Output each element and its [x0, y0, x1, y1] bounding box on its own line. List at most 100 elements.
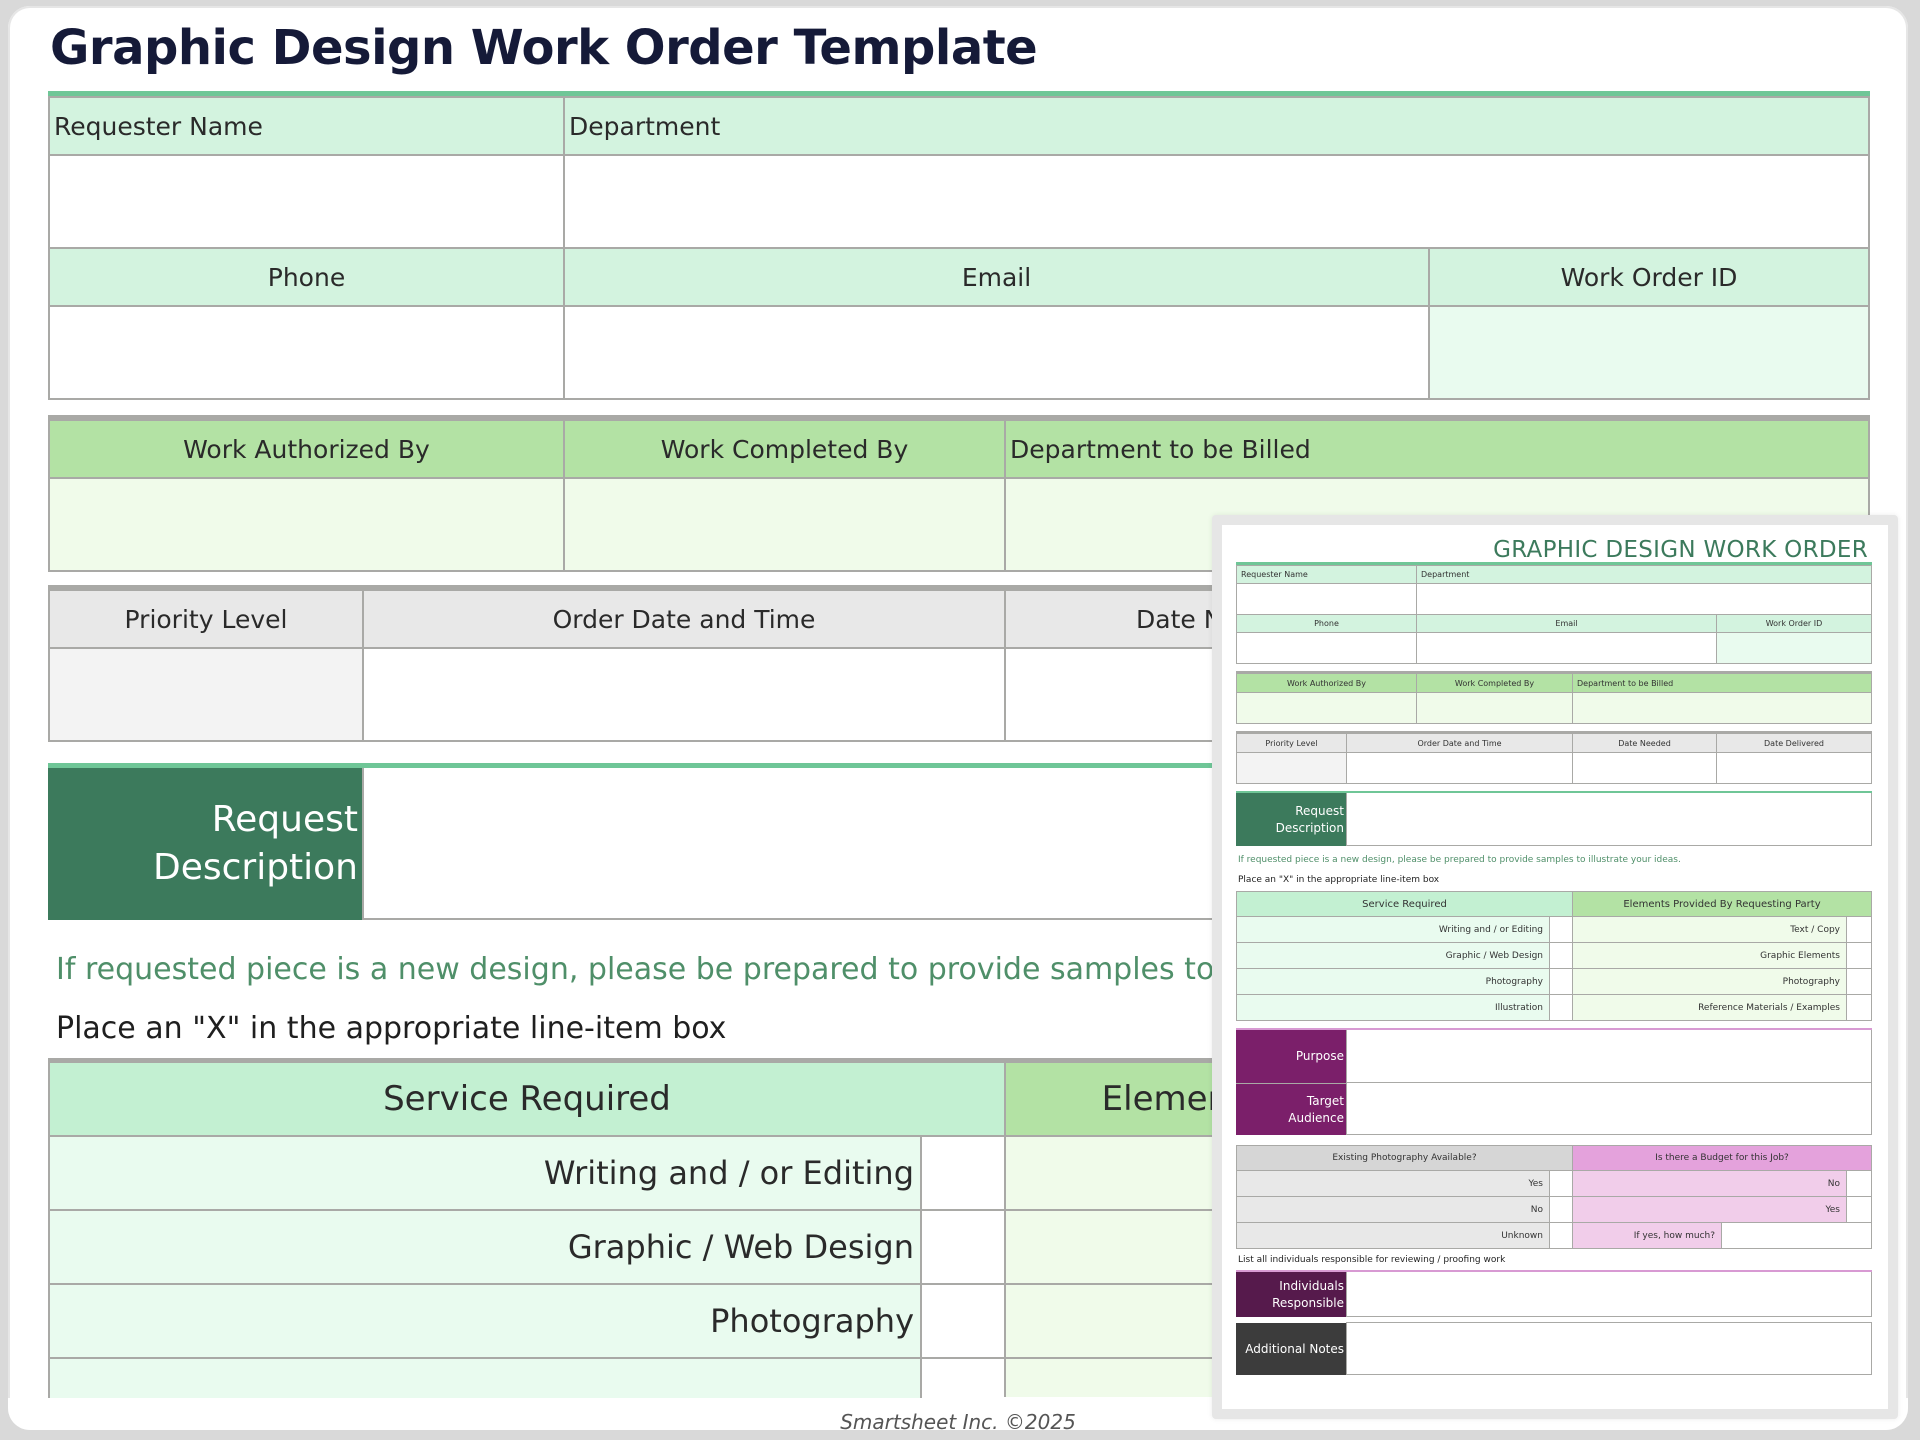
place-x-note: Place an "X" in the appropriate line-ite…	[56, 1011, 727, 1046]
preview-photo-yes-checkbox[interactable]	[1549, 1170, 1573, 1197]
phone-field[interactable]	[48, 305, 565, 400]
preview-budget-yes-checkbox[interactable]	[1846, 1196, 1872, 1223]
preview-budget-header: Is there a Budget for this Job?	[1572, 1145, 1872, 1171]
preview-priority-field[interactable]	[1236, 752, 1347, 784]
preview-individuals-line1: Individuals	[1279, 1278, 1344, 1293]
preview-phone-field[interactable]	[1236, 632, 1417, 664]
preview-work-authorized-field[interactable]	[1236, 692, 1417, 724]
preview-new-design-note: If requested piece is a new design, plea…	[1238, 855, 1681, 865]
order-date-field[interactable]	[362, 647, 1006, 742]
department-field[interactable]	[563, 154, 1870, 249]
preview-photo-unknown-checkbox[interactable]	[1549, 1222, 1573, 1249]
preview-email-label: Email	[1416, 614, 1717, 633]
preview-individuals-field[interactable]	[1346, 1272, 1872, 1317]
preview-place-x-note: Place an "X" in the appropriate line-ite…	[1238, 875, 1440, 885]
preview-date-needed-field[interactable]	[1572, 752, 1717, 784]
preview-department-billed-field[interactable]	[1572, 692, 1872, 724]
preview-phone-label: Phone	[1236, 614, 1417, 633]
preview-service-illustration-checkbox[interactable]	[1549, 994, 1573, 1021]
priority-level-field[interactable]	[48, 647, 364, 742]
preview-existing-photography-header: Existing Photography Available?	[1236, 1145, 1573, 1171]
request-description-line1: Request	[211, 799, 358, 840]
service-checkbox-writing[interactable]	[920, 1135, 1006, 1211]
preview-element-reference-checkbox[interactable]	[1846, 994, 1872, 1021]
dates-section-top-border	[48, 585, 1870, 591]
preview-department-field[interactable]	[1416, 583, 1872, 615]
full-form-preview-page: GRAPHIC DESIGN WORK ORDER Requester Name…	[1222, 525, 1888, 1409]
preview-photo-no: No	[1236, 1196, 1550, 1223]
preview-date-needed-label: Date Needed	[1572, 733, 1717, 753]
preview-email-field[interactable]	[1416, 632, 1717, 664]
preview-work-order-id-label: Work Order ID	[1716, 614, 1872, 633]
preview-requester-name-label: Requester Name	[1236, 565, 1417, 584]
requester-name-field[interactable]	[48, 154, 565, 249]
preview-date-delivered-field[interactable]	[1716, 752, 1872, 784]
preview-element-graphic-elements-checkbox[interactable]	[1846, 942, 1872, 969]
work-order-id-field[interactable]	[1428, 305, 1870, 400]
preview-target-line1: Target	[1306, 1093, 1344, 1108]
preview-target-line2: Audience	[1288, 1110, 1344, 1125]
requester-name-label: Requester Name	[48, 96, 565, 156]
preview-individuals-border	[1236, 1270, 1872, 1272]
authorization-section-top-border	[48, 415, 1870, 421]
preview-element-text-copy-checkbox[interactable]	[1846, 916, 1872, 943]
preview-purpose-text: Purpose	[1295, 1049, 1344, 1063]
preview-budget-amount-field[interactable]	[1721, 1222, 1872, 1249]
service-item-writing: Writing and / or Editing	[48, 1135, 922, 1211]
work-authorized-by-field[interactable]	[48, 477, 565, 572]
preview-authorization-border	[1236, 671, 1872, 673]
email-field[interactable]	[563, 305, 1430, 400]
document-frame: Graphic Design Work Order Template Reque…	[8, 6, 1908, 1430]
preview-budget-how-much-label: If yes, how much?	[1572, 1222, 1722, 1249]
page-title: Graphic Design Work Order Template	[50, 20, 1038, 76]
phone-label: Phone	[48, 247, 565, 307]
preview-additional-notes-field[interactable]	[1346, 1322, 1872, 1375]
preview-request-line2: Description	[1275, 820, 1344, 835]
service-checkbox-photography[interactable]	[920, 1283, 1006, 1359]
preview-service-photography-checkbox[interactable]	[1549, 968, 1573, 995]
preview-requester-name-field[interactable]	[1236, 583, 1417, 615]
preview-order-date-field[interactable]	[1346, 752, 1573, 784]
preview-purpose-field[interactable]	[1346, 1030, 1872, 1083]
preview-element-photography-checkbox[interactable]	[1846, 968, 1872, 995]
preview-work-completed-field[interactable]	[1416, 692, 1573, 724]
preview-priority-label: Priority Level	[1236, 733, 1347, 753]
preview-department-label: Department	[1416, 565, 1872, 584]
preview-date-delivered-label: Date Delivered	[1716, 733, 1872, 753]
work-completed-by-field[interactable]	[563, 477, 1006, 572]
preview-elements-provided-header: Elements Provided By Requesting Party	[1572, 891, 1872, 917]
preview-target-audience-field[interactable]	[1346, 1082, 1872, 1135]
work-authorized-by-label: Work Authorized By	[48, 419, 565, 479]
service-section-top-border	[48, 1058, 1870, 1062]
preview-department-billed-label: Department to be Billed	[1572, 673, 1872, 693]
preview-service-graphic-web-checkbox[interactable]	[1549, 942, 1573, 969]
service-checkbox-graphic-web[interactable]	[920, 1209, 1006, 1285]
preview-work-order-id-field[interactable]	[1716, 632, 1872, 664]
preview-photo-unknown: Unknown	[1236, 1222, 1550, 1249]
priority-level-label: Priority Level	[48, 589, 364, 649]
preview-service-writing-checkbox[interactable]	[1549, 916, 1573, 943]
order-date-label: Order Date and Time	[362, 589, 1006, 649]
preview-photo-no-checkbox[interactable]	[1549, 1196, 1573, 1223]
service-item-graphic-web: Graphic / Web Design	[48, 1209, 922, 1285]
preview-requester-border	[1236, 562, 1872, 565]
request-description-line2: Description	[152, 847, 358, 888]
preview-request-description-field[interactable]	[1346, 793, 1872, 846]
department-billed-label: Department to be Billed	[1004, 419, 1870, 479]
preview-request-border	[1236, 791, 1872, 793]
preview-element-photography: Photography	[1572, 968, 1847, 995]
work-completed-by-label: Work Completed By	[563, 419, 1006, 479]
preview-dates-border	[1236, 731, 1872, 733]
preview-element-graphic-elements: Graphic Elements	[1572, 942, 1847, 969]
preview-element-text-copy: Text / Copy	[1572, 916, 1847, 943]
service-checkbox-illustration[interactable]	[920, 1357, 1006, 1397]
preview-service-required-header: Service Required	[1236, 891, 1573, 917]
preview-budget-no-checkbox[interactable]	[1846, 1170, 1872, 1197]
preview-additional-notes-text: Additional Notes	[1245, 1341, 1344, 1356]
preview-request-line1: Request	[1295, 803, 1344, 818]
email-label: Email	[563, 247, 1430, 307]
requester-section-top-border	[48, 91, 1870, 97]
